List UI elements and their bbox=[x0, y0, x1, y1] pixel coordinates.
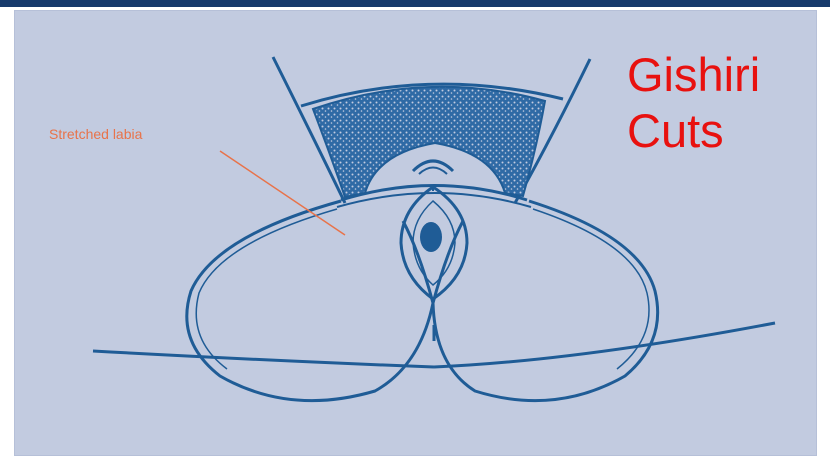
left-buttock-line bbox=[93, 351, 434, 367]
label-stretched-labia: Stretched labia bbox=[49, 126, 143, 142]
caption-line-2: Cuts bbox=[627, 103, 760, 159]
right-buttock-line bbox=[434, 323, 775, 367]
caption-line-1: Gishiri bbox=[627, 47, 760, 103]
slide-caption: Gishiri Cuts bbox=[627, 47, 760, 159]
left-labium bbox=[187, 201, 433, 401]
right-labium-inner bbox=[533, 209, 649, 369]
clitoral-hood bbox=[413, 161, 453, 171]
top-rule bbox=[0, 0, 830, 7]
clitoral-hood-inner bbox=[419, 168, 447, 175]
pubic-hair-region bbox=[313, 87, 545, 197]
vaginal-opening bbox=[420, 222, 442, 252]
upper-crease-line-2 bbox=[337, 193, 531, 207]
left-labium-inner bbox=[196, 209, 337, 369]
